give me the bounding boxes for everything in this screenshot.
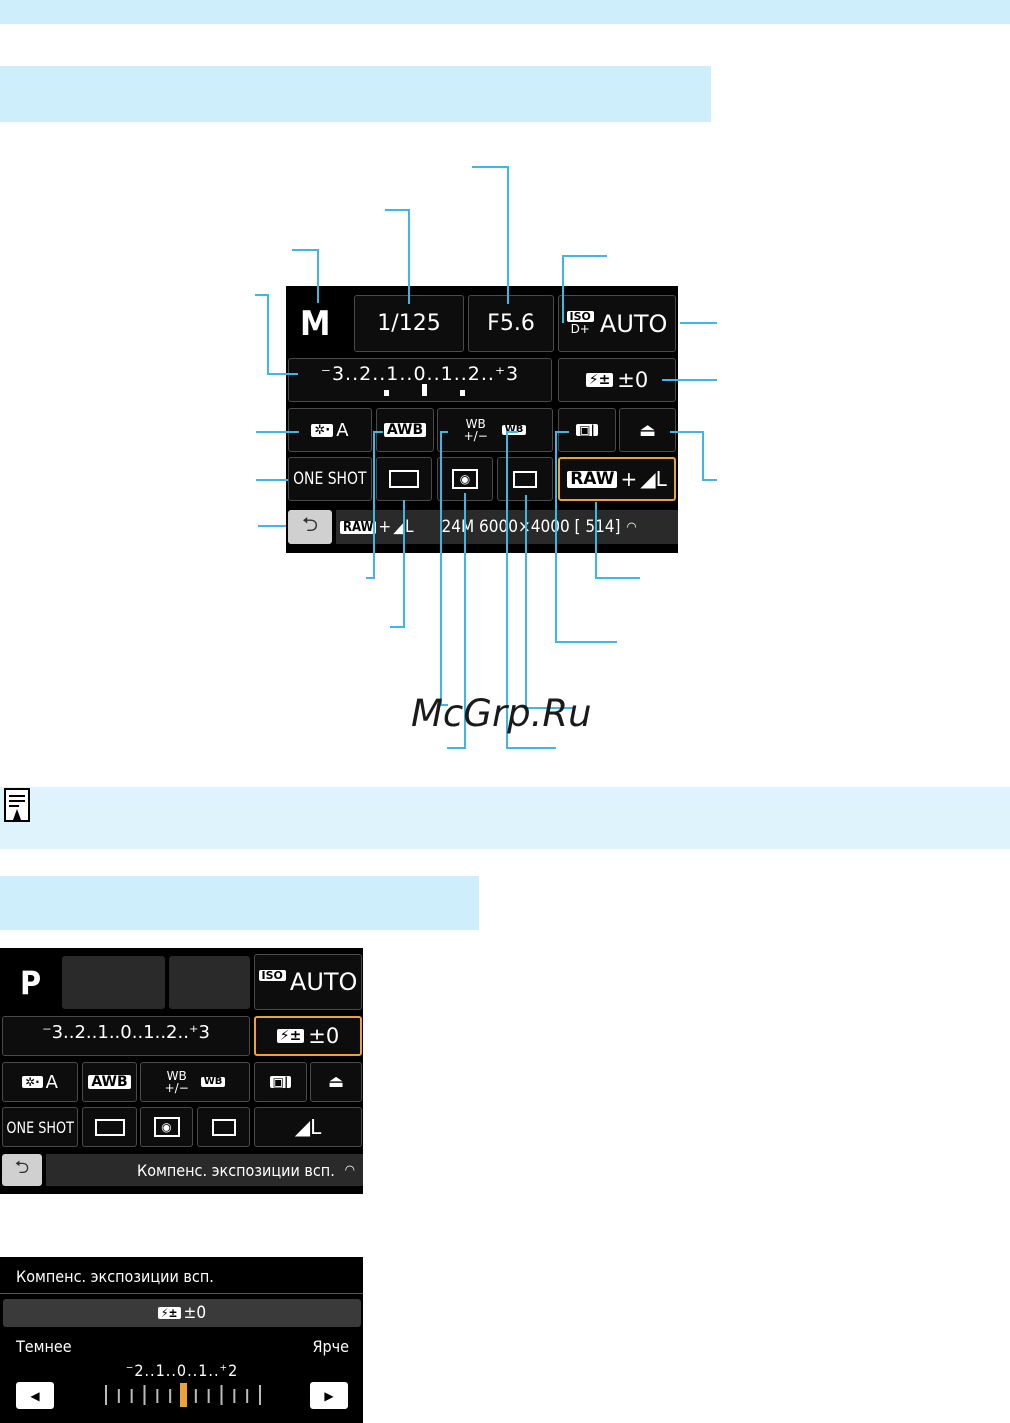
back-button[interactable]: ⮌ bbox=[2, 1154, 42, 1186]
aperture-empty bbox=[169, 956, 250, 1009]
white-balance[interactable]: AWB bbox=[82, 1062, 137, 1102]
tick-marks bbox=[105, 1383, 261, 1407]
flash-comp-adjust-screen: Компенс. экспозиции всп. ⚡± ±0 Темнее Яр… bbox=[0, 1257, 363, 1423]
single-shot-icon bbox=[211, 1118, 236, 1136]
title-divider bbox=[0, 1293, 363, 1294]
scale-tick bbox=[207, 1389, 210, 1403]
note-icon bbox=[3, 787, 31, 827]
scale-tick bbox=[130, 1389, 133, 1403]
wb-bracket-icon: WB bbox=[200, 1077, 226, 1087]
top-bar bbox=[0, 0, 1010, 24]
custom-controls[interactable]: ⏏ bbox=[619, 408, 676, 452]
status-bar: RAW + ◢ L 24M 6000×4000 [ 514] ◠ bbox=[336, 510, 678, 544]
large-fine-icon: ◢ bbox=[393, 517, 405, 537]
dial-icon: ◠ bbox=[344, 1162, 355, 1178]
flash-exposure-compensation[interactable]: ⚡± ±0 bbox=[558, 358, 676, 402]
scale-tick bbox=[143, 1385, 146, 1405]
return-icon: ⮌ bbox=[14, 1157, 30, 1178]
scale-tick bbox=[259, 1385, 261, 1405]
picture-style-icon: ✲· bbox=[22, 1076, 43, 1088]
scale-tick bbox=[194, 1389, 197, 1403]
iso-speed[interactable]: ISO D+ AUTO bbox=[558, 295, 676, 352]
picture-style[interactable]: ✲· A bbox=[288, 408, 372, 452]
custom-controls[interactable]: ⏏ bbox=[310, 1062, 362, 1102]
scale-tick bbox=[169, 1389, 172, 1403]
image-quality[interactable]: ◢ L bbox=[254, 1107, 362, 1147]
wb-correction[interactable]: WB +/− WB bbox=[437, 408, 553, 452]
auto-lighting-optimizer[interactable]: ▣| bbox=[558, 408, 616, 452]
exposure-level-indicator[interactable]: ⁻3..2..1..0..1..2..⁺3 bbox=[288, 358, 552, 402]
metering-icon: ◉ bbox=[153, 1117, 180, 1137]
exposure-tick-left bbox=[384, 390, 389, 396]
shutter-speed-empty bbox=[62, 956, 165, 1009]
iso-icon: ISO bbox=[566, 311, 594, 322]
section-header-2 bbox=[0, 876, 479, 930]
shooting-mode: M bbox=[300, 304, 331, 344]
scale-tick bbox=[246, 1389, 249, 1403]
status-bar: Компенс. экспозиции всп. ◠ bbox=[46, 1154, 363, 1186]
picture-style[interactable]: ✲· A bbox=[2, 1062, 78, 1102]
exposure-level-indicator[interactable]: ⁻3..2..1..0..1..2..⁺3 bbox=[2, 1016, 250, 1056]
scale-tick bbox=[233, 1389, 236, 1403]
scale-tick bbox=[220, 1385, 223, 1405]
darker-label: Темнее bbox=[16, 1337, 72, 1356]
wb-correction[interactable]: WB +/− WB bbox=[140, 1062, 250, 1102]
af-area[interactable] bbox=[376, 457, 432, 501]
dial-icon: ◠ bbox=[626, 519, 637, 535]
flash-exposure-compensation[interactable]: ⚡± ±0 bbox=[254, 1016, 362, 1056]
current-level-marker bbox=[180, 1383, 187, 1407]
auto-lighting-optimizer[interactable]: ▣| bbox=[254, 1062, 307, 1102]
single-shot-icon bbox=[513, 470, 537, 488]
section-header-1 bbox=[0, 66, 711, 122]
drive-mode[interactable] bbox=[497, 457, 553, 501]
custom-controls-icon: ⏏ bbox=[638, 419, 656, 441]
decrease-button[interactable]: ◀ bbox=[16, 1382, 54, 1409]
quick-control-screen: M 1/125 F5.6 ISO D+ AUTO ⁻3..2..1..0..1.… bbox=[286, 286, 678, 553]
alo-icon: ▣| bbox=[576, 424, 598, 436]
shutter-speed[interactable]: 1/125 bbox=[354, 295, 464, 352]
af-area-icon bbox=[389, 470, 419, 488]
screen-title: Компенс. экспозиции всп. bbox=[16, 1267, 214, 1286]
white-balance[interactable]: AWB bbox=[376, 408, 434, 452]
picture-style-icon: ✲· bbox=[311, 423, 334, 437]
alo-icon: ▣| bbox=[269, 1076, 292, 1088]
af-operation[interactable]: ONE SHOT bbox=[2, 1107, 78, 1147]
custom-controls-icon: ⏏ bbox=[327, 1072, 345, 1092]
large-fine-icon: ◢ bbox=[294, 1115, 311, 1139]
brighter-label: Ярче bbox=[312, 1337, 349, 1356]
scale-tick bbox=[105, 1385, 107, 1405]
value-bar: ⚡± ±0 bbox=[3, 1299, 361, 1327]
quick-control-screen-flash: P ISO AUTO ⁻3..2..1..0..1..2..⁺3 ⚡± ±0 ✲… bbox=[0, 948, 363, 1194]
scale-tick bbox=[117, 1389, 120, 1403]
scale-tick bbox=[156, 1389, 159, 1403]
image-quality[interactable]: RAW + ◢ L bbox=[558, 457, 676, 501]
increase-button[interactable]: ▶ bbox=[310, 1382, 348, 1409]
back-button[interactable]: ⮌ bbox=[288, 510, 332, 544]
note-bar bbox=[0, 787, 1010, 849]
metering-mode[interactable]: ◉ bbox=[140, 1107, 193, 1147]
return-icon: ⮌ bbox=[301, 512, 319, 536]
drive-mode[interactable] bbox=[197, 1107, 250, 1147]
flash-comp-icon: ⚡± bbox=[276, 1029, 305, 1043]
wb-bracket-icon: WB bbox=[501, 425, 527, 435]
af-operation[interactable]: ONE SHOT bbox=[288, 457, 372, 501]
shooting-mode: P bbox=[20, 964, 42, 1002]
af-area-icon bbox=[94, 1118, 125, 1136]
comp-scale: ⁻2..1..0..1..⁺2 bbox=[125, 1361, 239, 1380]
flash-comp-icon: ⚡± bbox=[157, 1307, 181, 1319]
exposure-tick-center bbox=[422, 384, 427, 396]
iso-icon: ISO bbox=[258, 969, 286, 981]
aperture-value[interactable]: F5.6 bbox=[468, 295, 554, 352]
af-area[interactable] bbox=[82, 1107, 137, 1147]
watermark-text: McGrp.Ru bbox=[411, 692, 592, 735]
metering-mode[interactable]: ◉ bbox=[437, 457, 493, 501]
large-fine-icon: ◢ bbox=[640, 467, 656, 491]
metering-icon: ◉ bbox=[452, 469, 478, 489]
scale-ticks bbox=[102, 1383, 264, 1407]
flash-comp-icon: ⚡± bbox=[585, 373, 614, 387]
exposure-tick-right bbox=[460, 390, 465, 396]
iso-speed[interactable]: ISO AUTO bbox=[254, 954, 362, 1010]
